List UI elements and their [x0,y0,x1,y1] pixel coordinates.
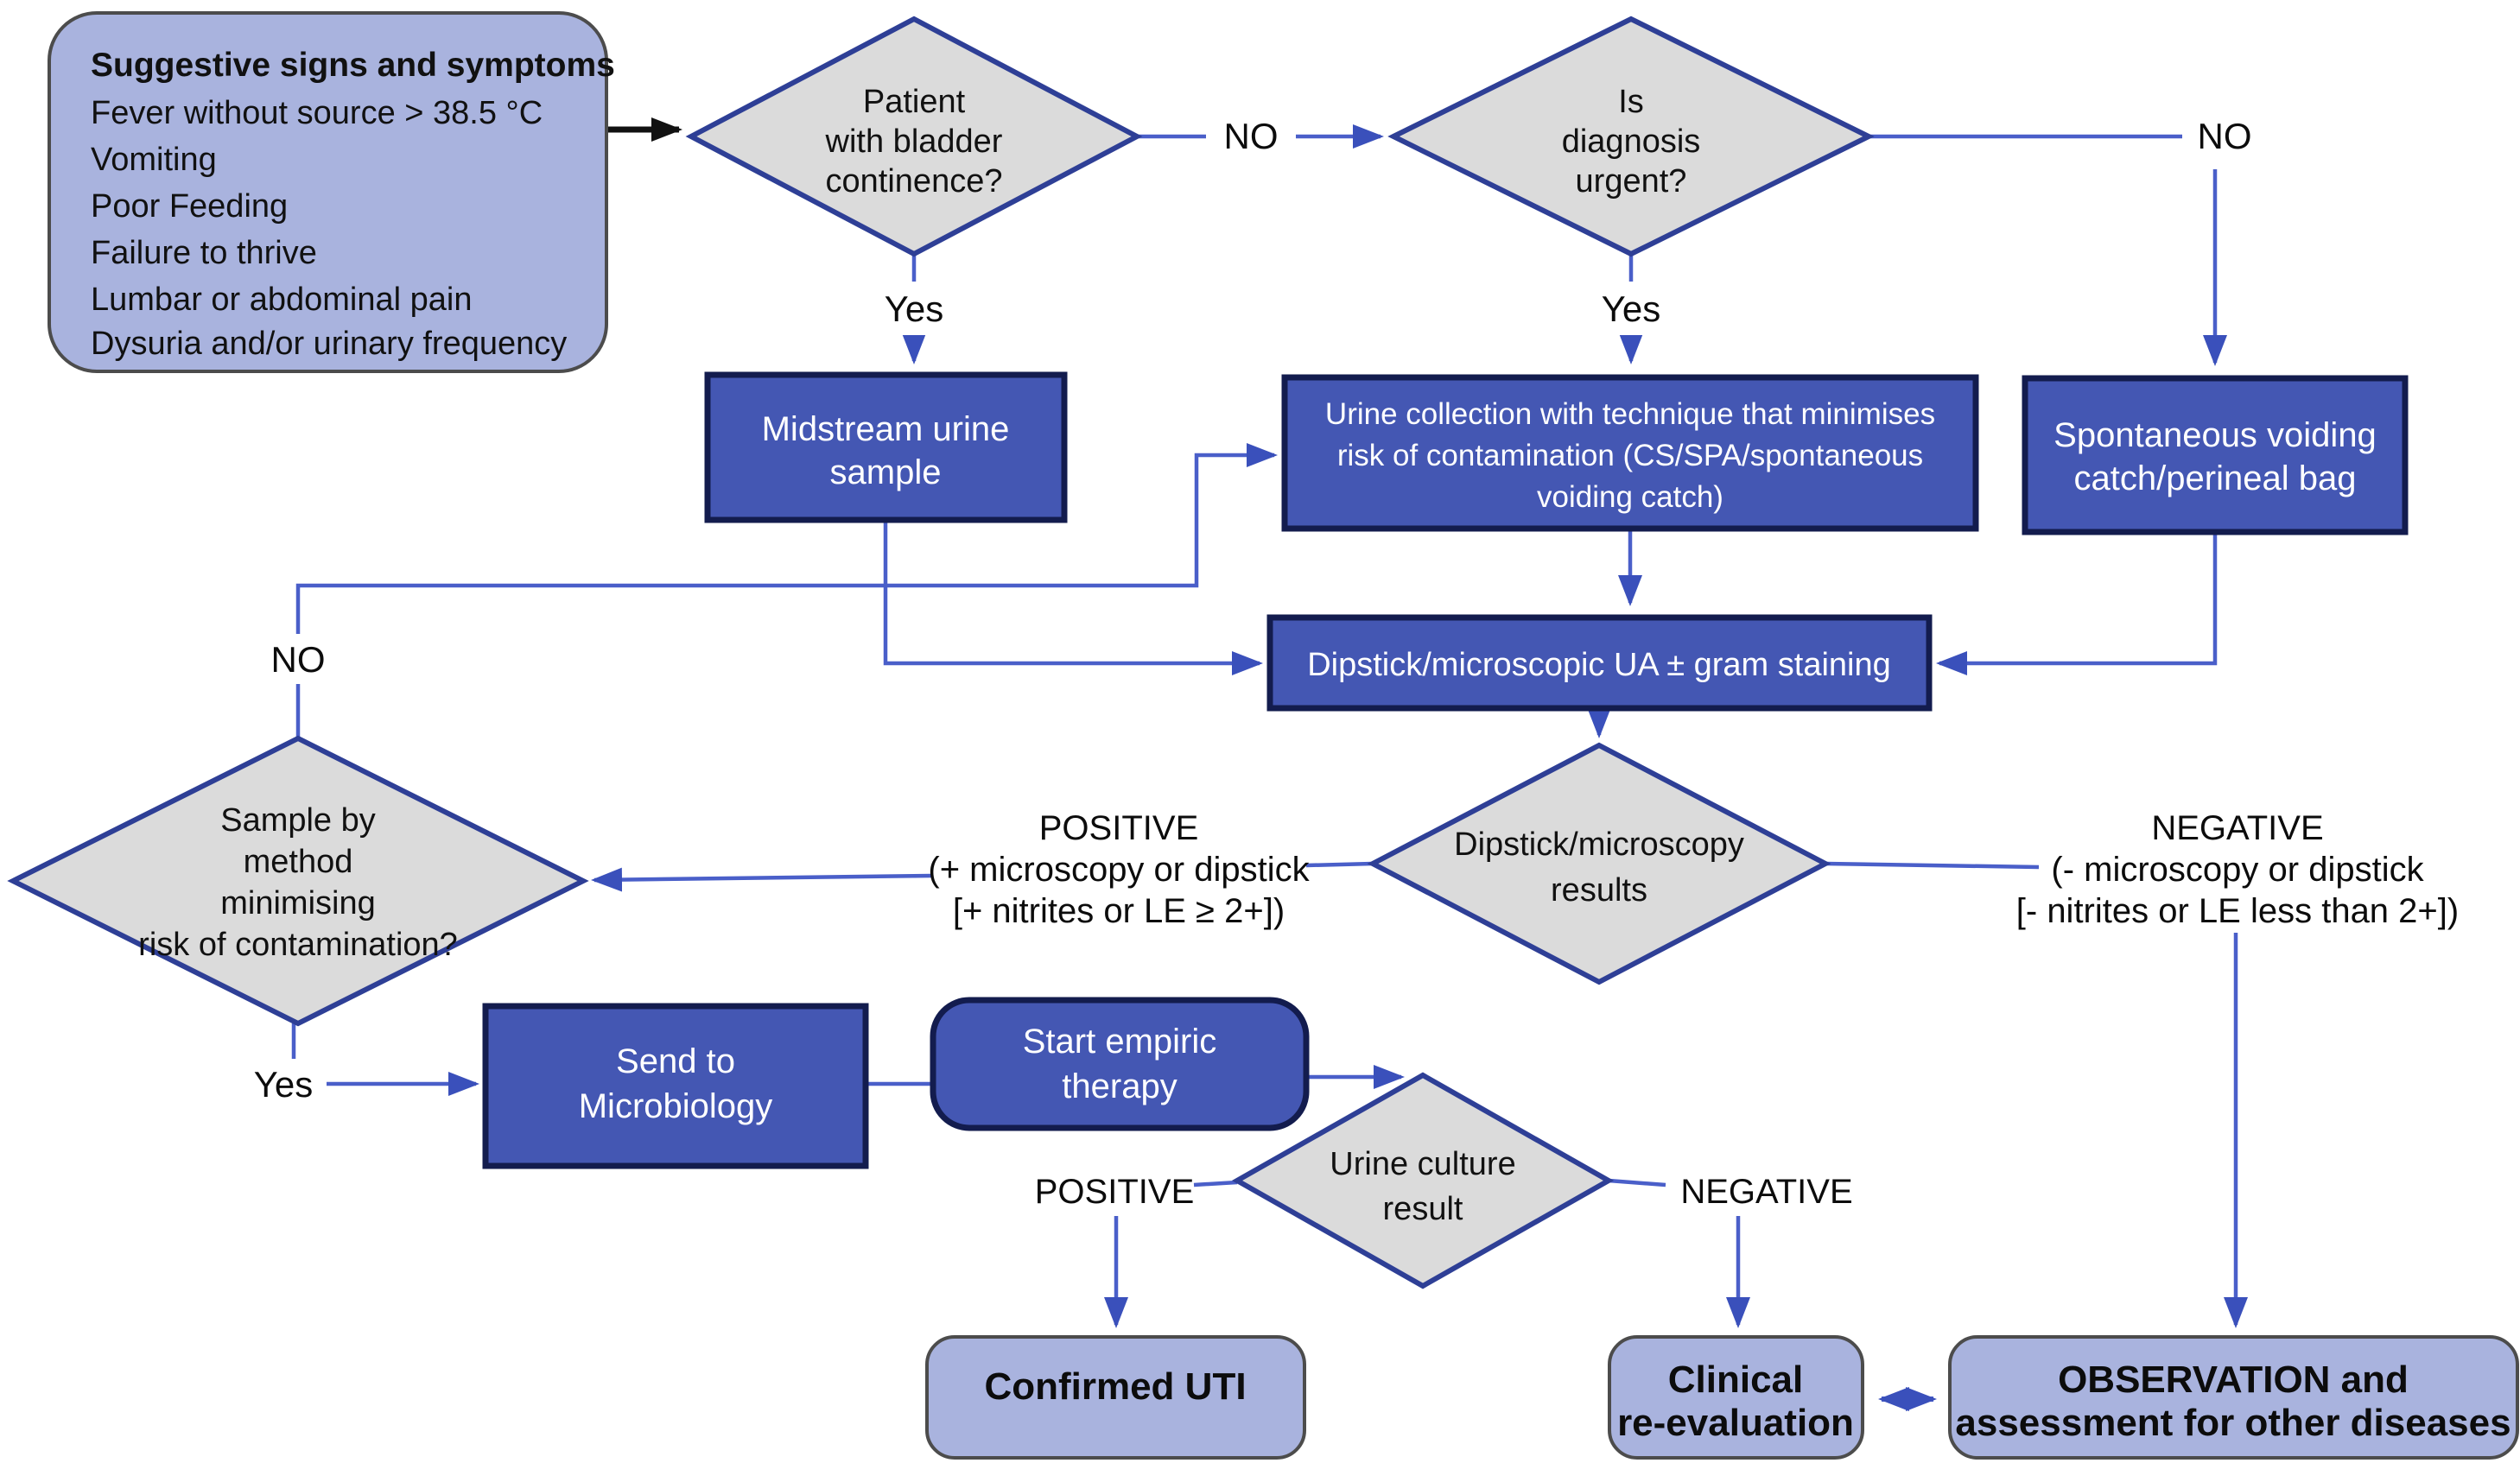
edge-midstream-to-dipstick [883,520,1263,675]
negative-dipstick-line: NEGATIVE [2151,809,2323,847]
symptom-item: Dysuria and/or urinary frequency [91,326,567,362]
reevaluation-box: Clinical re-evaluation [1608,1335,1864,1460]
edge-culture-negative-stub [1608,1178,1666,1188]
no-sample-method-label: NO [271,639,326,680]
sample-method-diamond-shape [7,735,589,1027]
results-line: Dipstick/microscopy [1454,826,1744,863]
empiric-box-shape [930,997,1310,1131]
continence-line: with bladder [825,124,1003,160]
yes-urgent-bg [1590,282,1673,335]
empiric-line: Start empiric [1023,1023,1217,1061]
negative-dipstick-line: [- nitrites or LE less than 2+]) [2016,892,2459,930]
no-continence-bg [1206,108,1296,160]
collection-box-shape [1281,374,1979,532]
continence-line: Patient [863,84,966,120]
positive-dipstick-annotation: POSITIVE (+ microscopy or dipstick [+ ni… [928,809,1310,930]
dipstick-line: Dipstick/microscopic UA ± gram staining [1307,647,1891,683]
yes-urgent-label: Yes [1602,288,1661,329]
collection-line: Urine collection with technique that min… [1325,397,1935,431]
edge-sample-no-to-collection [295,443,1278,634]
spontaneous-line: catch/perineal bag [2074,459,2357,497]
symptom-item: Poor Feeding [91,188,288,225]
negative-culture-label: NEGATIVE [1680,1173,1852,1211]
send-micro-line: Send to [616,1042,735,1080]
positive-dipstick-line: POSITIVE [1039,809,1199,847]
send-micro-box: Send to Microbiology [482,1003,869,1169]
continence-diamond: Patient with bladder continence? [685,16,1143,257]
urgent-line: urgent? [1576,163,1687,200]
symptom-item: Failure to thrive [91,235,317,271]
no-continence-label: NO [1224,116,1279,156]
continence-diamond-shape [685,16,1143,257]
symptom-item: Fever without source > 38.5 °C [91,95,543,131]
midstream-line: Midstream urine [762,410,1010,448]
symptoms-title: Suggestive signs and symptoms [91,47,615,84]
results-diamond-shape [1367,742,1831,985]
urgent-diamond: Is diagnosis urgent? [1387,16,1875,257]
results-line: results [1551,872,1647,909]
collection-box: Urine collection with technique that min… [1281,374,1979,532]
dipstick-box-shape [1266,614,1933,712]
symptoms-box: Suggestive signs and symptoms Fever with… [48,11,615,373]
edge-positive-to-sample-method [591,867,932,892]
yes-sample-method-label: Yes [254,1064,314,1105]
sample-method-line: method [244,844,353,880]
negative-dipstick-line: (- microscopy or dipstick [2051,851,2424,889]
urgent-diamond-shape [1387,16,1875,257]
midstream-line: sample [830,453,942,491]
edge-culture-positive-stub [1193,1180,1238,1188]
sample-method-line: Sample by [220,802,376,839]
no-urgent-label: NO [2198,116,2252,156]
sample-method-diamond: Sample by method minimising risk of cont… [7,735,589,1027]
urgent-line: Is [1618,84,1644,120]
spontaneous-box-shape [2022,375,2409,535]
sample-method-line: risk of contamination? [138,927,458,963]
yes-continence-bg [873,282,955,335]
culture-diamond: Urine culture result [1231,1072,1615,1289]
midstream-box-shape [704,371,1068,523]
culture-line: Urine culture [1330,1146,1515,1182]
edge-results-negative-stub [1825,861,2040,870]
send-micro-line: Microbiology [579,1087,773,1125]
symptoms-box-shape [48,11,608,373]
yes-continence-label: Yes [885,288,944,329]
spontaneous-line: Spontaneous voiding [2053,416,2377,454]
symptom-item: Lumbar or abdominal pain [91,282,473,318]
confirmed-box: Confirmed UTI [925,1335,1306,1460]
confirmed-line: Confirmed UTI [984,1365,1246,1408]
collection-line: risk of contamination (CS/SPA/spontaneou… [1337,439,1923,472]
connectors [291,117,2248,1411]
positive-dipstick-line: (+ microscopy or dipstick [928,851,1310,889]
send-micro-box-shape [482,1003,869,1169]
positive-culture-label: POSITIVE [1035,1173,1195,1211]
urgent-line: diagnosis [1562,124,1701,160]
observation-line: assessment for other diseases [1955,1402,2510,1444]
positive-dipstick-line: [+ nitrites or LE ≥ 2+]) [953,892,1285,930]
observation-box-shape [1948,1335,2519,1460]
spontaneous-box: Spontaneous voiding catch/perineal bag [2022,375,2409,535]
observation-box: OBSERVATION and assessment for other dis… [1948,1335,2519,1460]
midstream-box: Midstream urine sample [704,371,1068,523]
collection-line: voiding catch) [1537,480,1723,514]
reevaluation-line: re-evaluation [1617,1402,1854,1444]
culture-line: result [1383,1191,1463,1227]
confirmed-box-shape [925,1335,1306,1460]
reevaluation-line: Clinical [1668,1358,1804,1401]
results-diamond: Dipstick/microscopy results [1367,742,1831,985]
culture-diamond-shape [1231,1072,1615,1289]
observation-line: OBSERVATION and [2058,1358,2409,1401]
empiric-box: Start empiric therapy [930,997,1310,1131]
continence-line: continence? [826,163,1003,200]
empiric-line: therapy [1062,1067,1177,1105]
edge-spontaneous-to-dipstick [1936,532,2218,675]
edge-labels: Yes NO Yes NO NO Yes POSITIVE (+ microsc… [254,108,2459,1211]
dipstick-box: Dipstick/microscopic UA ± gram staining [1266,614,1933,712]
reevaluation-box-shape [1608,1335,1864,1460]
sample-method-line: minimising [220,885,375,922]
negative-dipstick-annotation: NEGATIVE (- microscopy or dipstick [- ni… [2016,809,2459,930]
symptom-item: Vomiting [91,142,217,178]
edge-results-positive-stub [1305,861,1374,868]
